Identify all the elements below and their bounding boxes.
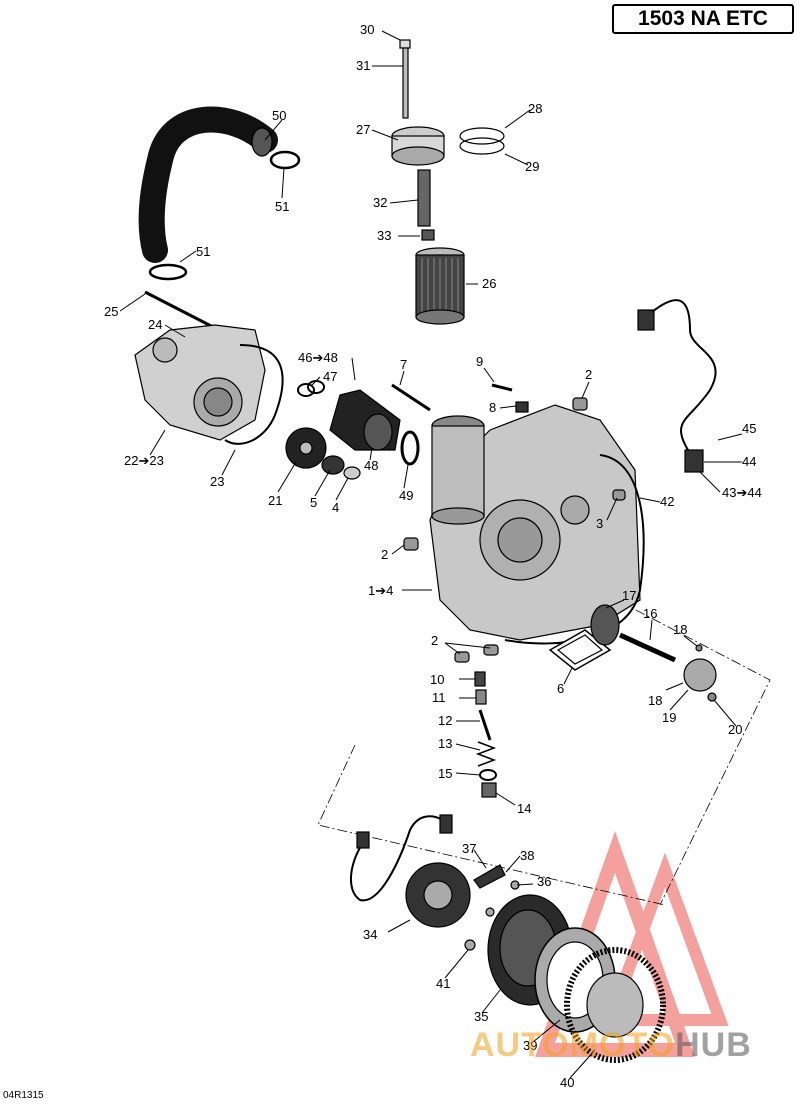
callout-10: 10 xyxy=(430,672,444,687)
callout-43: 43➔44 xyxy=(722,485,762,500)
callout-2c: 2 xyxy=(431,633,438,648)
callout-19: 19 xyxy=(662,710,676,725)
callout-39: 39 xyxy=(523,1038,537,1053)
callout-leader-lines xyxy=(119,30,743,1079)
document-code: 04R1315 xyxy=(3,1090,44,1101)
oil-filter-element xyxy=(415,247,465,325)
callout-51a: 51 xyxy=(275,199,289,214)
callout-18a: 18 xyxy=(673,622,687,637)
callout-35: 35 xyxy=(474,1009,488,1024)
callout-48: 48 xyxy=(364,458,378,473)
callout-11: 11 xyxy=(432,690,446,705)
callout-32: 32 xyxy=(373,195,387,210)
callout-40: 40 xyxy=(560,1075,574,1090)
callout-30: 30 xyxy=(360,22,374,37)
callout-51b: 51 xyxy=(196,244,210,259)
callout-21: 21 xyxy=(268,493,282,508)
model-title-box: 1503 NA ETC xyxy=(612,4,794,34)
callout-28: 28 xyxy=(528,101,542,116)
callout-2b: 2 xyxy=(381,547,388,562)
callout-34: 34 xyxy=(363,927,377,942)
stator-assembly xyxy=(349,814,520,951)
callout-3: 3 xyxy=(596,516,603,531)
magneto-housing-cover xyxy=(403,397,645,645)
callout-5: 5 xyxy=(310,495,317,510)
callout-12: 12 xyxy=(438,713,452,728)
watermark-text: AUTOMOTOHUB xyxy=(470,1026,752,1065)
callout-22: 22➔23 xyxy=(124,453,164,468)
callout-38: 38 xyxy=(520,848,534,863)
callout-6: 6 xyxy=(557,681,564,696)
oil-pump-parts xyxy=(454,604,717,798)
callout-33: 33 xyxy=(377,228,391,243)
callout-36: 36 xyxy=(537,874,551,889)
callout-37: 37 xyxy=(462,841,476,856)
callout-31: 31 xyxy=(356,58,370,73)
callout-46: 46➔48 xyxy=(298,350,338,365)
callout-24: 24 xyxy=(148,317,162,332)
callout-26: 26 xyxy=(482,276,496,291)
callout-2a: 2 xyxy=(585,367,592,382)
callout-44: 44 xyxy=(742,454,756,469)
callout-25: 25 xyxy=(104,304,118,319)
callout-14: 14 xyxy=(517,801,531,816)
callout-29: 29 xyxy=(525,159,539,174)
callout-50: 50 xyxy=(272,108,286,123)
callout-23: 23 xyxy=(210,474,224,489)
callout-8: 8 xyxy=(489,400,496,415)
watermark-part1: AUTO xyxy=(470,1026,570,1064)
oil-filter-cap-assembly xyxy=(391,39,505,241)
callout-49: 49 xyxy=(399,488,413,503)
speed-sensor-harness xyxy=(491,299,717,473)
water-pump-housing xyxy=(134,290,284,445)
callout-17: 17 xyxy=(622,588,636,603)
callout-13: 13 xyxy=(438,736,452,751)
callout-18b: 18 xyxy=(648,693,662,708)
callout-27: 27 xyxy=(356,122,370,137)
water-pump-impeller-parts xyxy=(285,380,431,480)
watermark-part3: HUB xyxy=(675,1026,752,1064)
callout-15: 15 xyxy=(438,766,452,781)
callout-45: 45 xyxy=(742,421,756,436)
callout-47: 47 xyxy=(323,369,337,384)
flywheel-assembly xyxy=(487,894,666,1063)
callout-41: 41 xyxy=(436,976,450,991)
callout-4: 4 xyxy=(332,500,339,515)
watermark-part2: MOTO xyxy=(569,1026,676,1064)
callout-20: 20 xyxy=(728,722,742,737)
callout-9: 9 xyxy=(476,354,483,369)
callout-1: 1➔4 xyxy=(368,583,393,598)
coolant-hose xyxy=(138,106,301,281)
callout-16: 16 xyxy=(643,606,657,621)
callout-labels: 30 31 27 28 29 32 33 26 50 51 51 25 24 2… xyxy=(104,22,762,1090)
callout-42: 42 xyxy=(660,494,674,509)
callout-7: 7 xyxy=(400,357,407,372)
